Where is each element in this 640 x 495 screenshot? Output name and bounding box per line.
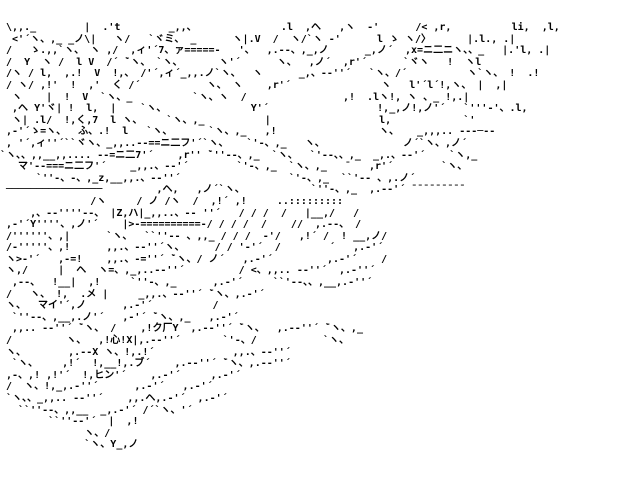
ascii-art-body: \,,._ | .'t _,,、 .l ,ヘ ,ヽ -' /< ,r, li, … [0,22,560,451]
